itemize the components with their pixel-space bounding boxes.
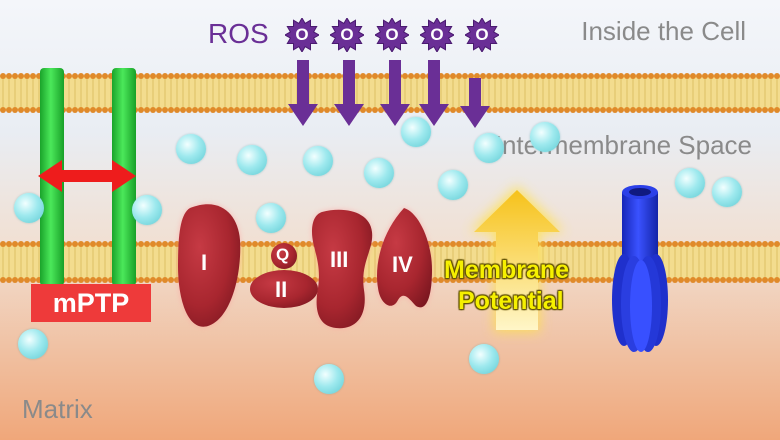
ros-radical-icon: O <box>285 18 319 52</box>
complex-IV <box>377 208 432 308</box>
complex-I <box>178 204 241 327</box>
complex-I-label: I <box>201 250 208 275</box>
ros-label: ROS <box>208 18 269 49</box>
region-label-inside: Inside the Cell <box>581 16 746 46</box>
ion-particle <box>712 177 742 207</box>
complex-III <box>312 209 373 329</box>
atp-synthase-icon <box>612 185 668 352</box>
ros-radical-icon: O <box>375 18 409 52</box>
membrane-potential-label-line2: Potential <box>458 287 564 315</box>
complex-Q <box>271 243 297 269</box>
ros-radical-icon: O <box>330 18 364 52</box>
ion-particle <box>176 134 206 164</box>
mptp-label: mPTP <box>52 288 130 318</box>
ion-particle <box>469 344 499 374</box>
region-label-matrix: Matrix <box>22 394 93 424</box>
complex-Q-label: Q <box>276 245 290 264</box>
ros-radical-icon: O <box>465 18 499 52</box>
ion-particle <box>256 203 286 233</box>
membrane-potential-label-line1: Membrane <box>444 256 570 284</box>
complex-III-label: III <box>330 247 349 272</box>
ros-arrows <box>288 60 490 128</box>
ion-particle <box>14 193 44 223</box>
complex-II <box>250 270 318 308</box>
ion-particle <box>18 329 48 359</box>
etc-complexes <box>178 204 432 329</box>
ion-particle <box>314 364 344 394</box>
ros-radical-icon: O <box>420 18 454 52</box>
ion-particle <box>364 158 394 188</box>
ion-particle <box>438 170 468 200</box>
complex-IV-label: IV <box>392 252 413 277</box>
down-arrow-icon <box>380 60 410 126</box>
ion-particle <box>474 133 504 163</box>
double-arrow-icon <box>38 160 136 192</box>
ion-particle <box>303 146 333 176</box>
mptp-label-box: mPTP <box>31 284 151 322</box>
complex-II-label: II <box>275 277 288 302</box>
down-arrow-icon <box>288 60 318 126</box>
down-arrow-icon <box>419 60 449 126</box>
down-arrow-icon <box>334 60 364 126</box>
ion-particle <box>530 122 560 152</box>
ion-particle <box>237 145 267 175</box>
ion-particle <box>401 117 431 147</box>
up-arrow-icon <box>470 186 564 332</box>
ion-particle <box>675 168 705 198</box>
down-arrow-icon <box>460 78 490 128</box>
ion-particle <box>132 195 162 225</box>
